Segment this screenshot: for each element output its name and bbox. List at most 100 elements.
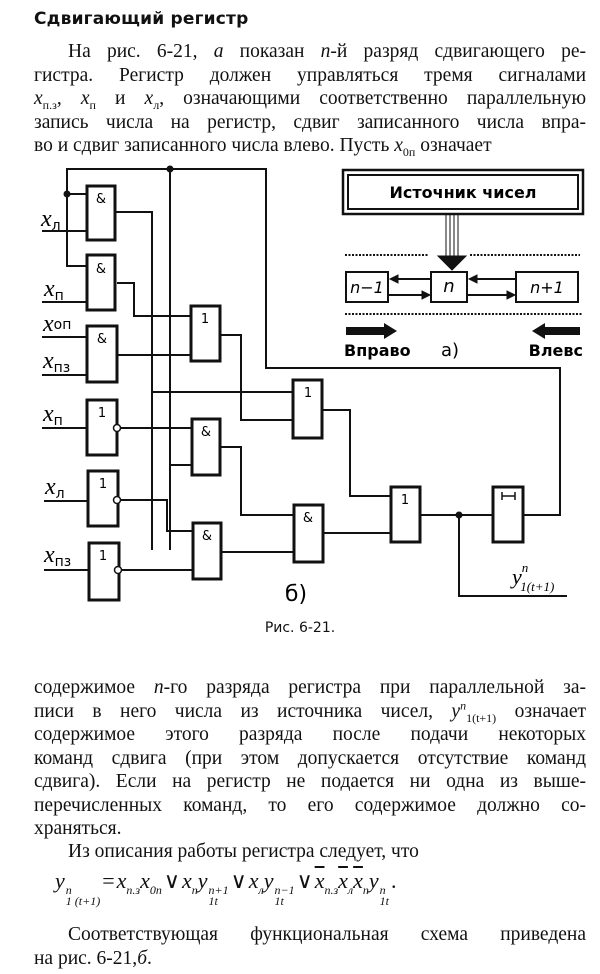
input-var: x [43, 276, 55, 302]
formula-var: y [197, 868, 208, 893]
italic-run: б [137, 947, 147, 969]
text-line: писи в него числа из источника чисел, yn… [34, 699, 586, 723]
cell-label-n-minus-1: n−1 [350, 278, 384, 297]
input-sub: оп [54, 317, 72, 333]
direction-right-label: Вправо [344, 341, 411, 360]
formula-sub: л [258, 883, 264, 897]
formula-var: x [181, 868, 192, 893]
subscript: п.з [42, 97, 57, 112]
subscript: п [89, 97, 96, 112]
text-line: на рис. 6-21,б. [34, 947, 586, 971]
input-sub: л [52, 218, 61, 234]
text-line: храняться. [34, 817, 586, 841]
or-gate-1 [189, 304, 222, 363]
formula-factor: xл [249, 868, 264, 897]
formula-sub: 1 (t+1) [65, 894, 101, 908]
input-var: x [42, 401, 54, 427]
or-operator: ∨ [163, 868, 180, 893]
panel-b-label: б) [285, 582, 307, 607]
gate-symbol: & [96, 192, 106, 207]
body-paragraph: содержимое n-го разряда регистра при пар… [34, 676, 586, 841]
text-line: На рис. 6-21, а показан n-й разряд сдвиг… [34, 40, 586, 64]
gate-symbol: 1 [99, 549, 107, 564]
delay-symbol-icon [501, 492, 516, 500]
formula-sub: n [362, 883, 369, 897]
gate-symbol: & [96, 262, 106, 277]
input-sub: п [54, 413, 63, 429]
formula-var: y [55, 868, 65, 893]
formula-sup: n+1 [208, 883, 229, 897]
direction-left-label: Влевс [529, 341, 583, 360]
text-line: содержимое этого разряда после подачи не… [34, 723, 586, 747]
text-run: , [56, 88, 81, 109]
hatched-arrow-icon [436, 215, 468, 271]
formula-sub: 1t [274, 894, 284, 908]
source-box [347, 174, 579, 210]
source-label: Источник чисел [389, 183, 536, 202]
input-sub: пз [55, 554, 72, 570]
figure-caption: Рис. 6-21. [264, 620, 336, 636]
formula-sup: n [65, 883, 72, 897]
formula-var: x [116, 868, 127, 893]
text-line: Соответствующая функциональная схема при… [34, 923, 586, 947]
formula-factor: xп.з [315, 868, 339, 897]
italic-run: x [394, 135, 403, 156]
text-line: команд сдвига (при этом допускается отсу… [34, 747, 586, 771]
arrow-left-icon [532, 323, 580, 339]
formula-sub: п.з [126, 883, 141, 897]
panel-a-label: а) [441, 340, 459, 361]
formula-sub: п.з [324, 883, 339, 897]
section-heading: Сдвигающий регистр [34, 9, 249, 29]
svg-text:xп: xп [42, 401, 63, 429]
text-run: гистра. Регистр должен управляться тремя… [34, 64, 586, 86]
text-run: показан [223, 41, 321, 62]
conclusion-paragraph: Соответствующая функциональная схема при… [34, 923, 586, 970]
equals-sign: = [102, 868, 115, 893]
gate-symbol: & [201, 425, 211, 440]
input-var: x [42, 311, 54, 337]
cell-n [430, 271, 468, 303]
svg-text:xоп: xоп [42, 311, 71, 337]
formula-factor: xл [338, 868, 353, 896]
formula-factor: xn [353, 868, 369, 897]
formula-factor: xп [181, 868, 198, 896]
text-run: . [147, 947, 152, 969]
junction-dots [63, 165, 463, 519]
subscript: л [153, 97, 160, 112]
formula-sup: n−1 [274, 883, 295, 897]
italic-run: x [144, 88, 154, 109]
italic-run: x [80, 88, 90, 109]
input-sub: л [56, 486, 65, 502]
cell-n-minus-1 [345, 271, 389, 303]
text-run: храняться. [34, 818, 122, 839]
input-var: x [44, 474, 56, 500]
cell-label-n-plus-1: n+1 [530, 278, 564, 297]
gate-symbol: 1 [98, 406, 106, 421]
text-run: писи в него числа из источника чисел, [34, 700, 452, 722]
text-run: команд сдвига (при этом допускается отсу… [34, 747, 586, 769]
text-line: перечисленных команд, то его содержимое … [34, 794, 586, 818]
gate-symbol: 1 [401, 493, 409, 508]
text-run: , означающими соответственно параллельну… [159, 88, 587, 109]
svg-text:xл: xл [44, 474, 65, 502]
gate-symbol: 1 [99, 477, 107, 492]
lead-in: Из описания работы регистра следует, что [34, 840, 586, 864]
or-operator: ∨ [230, 868, 247, 893]
subscript: 0п [402, 144, 416, 159]
italic-run: x [34, 88, 43, 109]
text-run: запись числа на регистр, сдвиг записанно… [34, 111, 586, 133]
formula-factor: xп.з [116, 868, 141, 897]
and-gate-2 [85, 253, 117, 312]
figure-6-21: Источник чисел n−1 n n+1 Вправо а) Влевс… [0, 150, 600, 630]
diagram-a [341, 168, 585, 339]
output-sup: n [522, 560, 529, 575]
inversion-bubbles [112, 423, 123, 575]
inverter-bubble [112, 423, 122, 433]
